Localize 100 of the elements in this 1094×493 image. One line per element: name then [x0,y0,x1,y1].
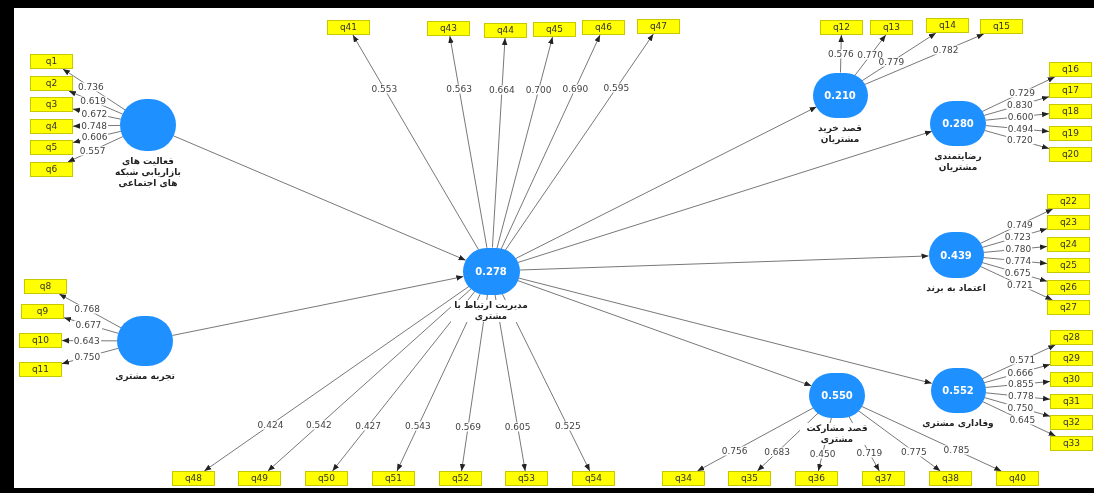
indicator-box: q20 [1049,147,1092,162]
indicator-box: q17 [1049,83,1092,98]
loading-value: 0.782 [931,45,960,55]
indicator-box: q16 [1049,62,1092,77]
indicator-box: q1 [30,54,73,69]
loading-value: 0.729 [1008,88,1036,98]
loading-value: 0.778 [1007,391,1035,401]
indicator-box: q12 [820,20,863,35]
loading-value: 0.768 [73,304,101,314]
loading-value: 0.605 [503,422,532,432]
r-squared-value: 0.278 [475,264,507,279]
indicator-box: q6 [30,162,73,177]
loading-value: 0.569 [454,422,482,432]
loading-value: 0.563 [445,84,473,94]
indicator-box: q54 [572,471,615,486]
indicator-box: q22 [1047,194,1090,209]
indicator-box: q3 [30,97,73,112]
loading-value: 0.427 [354,421,383,431]
indicator-box: q45 [533,22,576,37]
loading-value: 0.525 [553,421,582,431]
loading-value: 0.736 [77,82,105,92]
indicator-box: q19 [1049,126,1092,141]
indicator-box: q31 [1050,394,1093,409]
r-squared-value: 0.550 [821,388,853,403]
indicator-box: q52 [439,471,482,486]
loading-value: 0.855 [1007,379,1035,389]
loading-value: 0.557 [78,146,107,156]
construct-label: مدیریت ارتباط با مشتری [451,299,531,322]
loading-value: 0.494 [1006,124,1035,134]
indicator-box: q2 [30,76,73,91]
loading-value: 0.780 [1004,244,1033,254]
loading-value: 0.748 [80,121,108,131]
indicator-box: q53 [505,471,548,486]
loading-value: 0.643 [72,336,101,346]
loading-value: 0.450 [808,449,837,459]
indicator-box: q32 [1050,415,1093,430]
loading-value: 0.606 [80,132,109,142]
loading-value: 0.542 [304,420,333,430]
indicator-box: q36 [795,471,838,486]
indicator-box: q47 [637,19,680,34]
indicator-box: q41 [327,20,370,35]
indicator-box: q9 [21,304,64,319]
loading-value: 0.677 [74,320,103,330]
indicator-box: q33 [1050,436,1093,451]
r-squared-value: 0.280 [942,116,974,131]
indicator-box: q44 [484,23,527,38]
indicator-box: q46 [582,20,625,35]
loading-value: 0.619 [79,96,107,106]
loading-value: 0.664 [488,85,516,95]
loading-value: 0.750 [73,352,102,362]
indicator-box: q13 [870,20,913,35]
indicator-box: q4 [30,119,73,134]
loading-value: 0.720 [1006,135,1034,145]
loading-value: 0.700 [524,85,553,95]
indicator-box: q27 [1047,300,1090,315]
loading-value: 0.424 [256,420,285,430]
loading-value: 0.756 [720,446,749,456]
loading-value: 0.571 [1008,355,1037,365]
loading-value: 0.774 [1004,256,1033,266]
loading-value: 0.723 [1003,232,1032,242]
loading-value: 0.645 [1008,415,1037,425]
loading-value: 0.543 [404,421,432,431]
indicator-box: q38 [929,471,972,486]
r-squared-value: 0.439 [940,248,972,263]
loading-value: 0.683 [763,447,791,457]
loading-value: 0.775 [899,447,928,457]
indicator-box: q34 [662,471,705,486]
r-squared-value: 0.552 [942,383,974,398]
loading-value: 0.749 [1006,220,1034,230]
loading-value: 0.779 [877,57,906,67]
loading-value: 0.785 [942,445,971,455]
loading-value: 0.690 [561,84,590,93]
loading-value: 0.830 [1006,100,1034,110]
indicator-box: q48 [172,471,215,486]
indicator-box: q29 [1050,351,1093,366]
loading-value: 0.750 [1006,403,1035,413]
indicator-box: q28 [1050,330,1093,345]
loading-value: 0.675 [1003,268,1032,278]
indicator-box: q43 [427,21,470,36]
indicator-box: q15 [980,19,1023,34]
indicator-box: q14 [926,18,969,33]
loading-value: 0.595 [602,83,631,93]
indicator-box: q8 [24,279,67,294]
loading-value: 0.721 [1005,280,1034,290]
indicator-box: q35 [728,471,771,486]
indicator-box: q50 [305,471,348,486]
indicator-box: q30 [1050,372,1093,387]
indicator-box: q23 [1047,215,1090,230]
loading-value: 0.719 [855,448,884,458]
indicator-box: q49 [238,471,281,486]
loading-value: 0.666 [1006,368,1035,378]
indicator-box: q5 [30,140,73,155]
indicator-box: q25 [1047,258,1090,273]
loading-value: 0.672 [80,109,109,119]
loading-value: 0.600 [1006,112,1035,122]
construct-label: فعالیت های بازاریابی شبکه های اجتماعی [112,156,184,189]
indicator-box: q40 [996,471,1039,486]
indicator-box: q26 [1047,280,1090,295]
loading-value: 0.553 [370,84,399,94]
indicator-box: q51 [372,471,415,486]
